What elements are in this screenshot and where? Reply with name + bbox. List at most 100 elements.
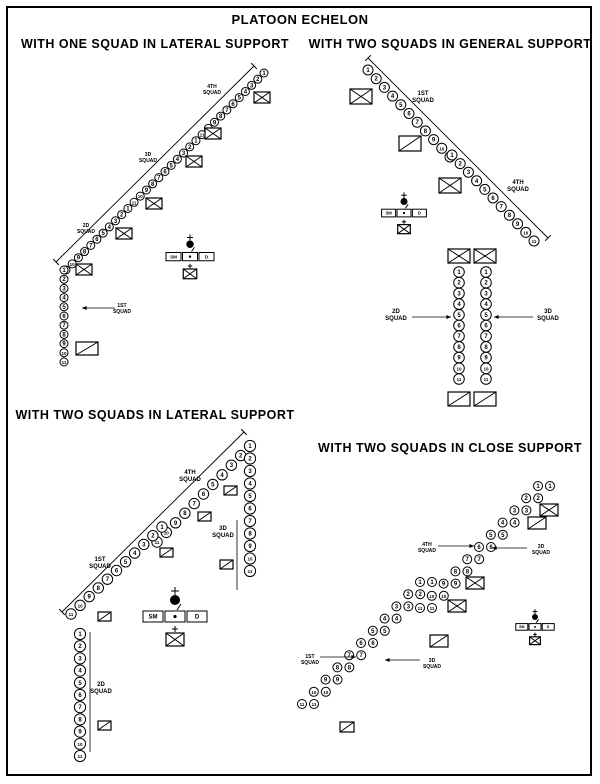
soldier-number: 5: [170, 163, 174, 169]
soldier-number: 2: [151, 534, 155, 540]
soldier-number: 10: [523, 230, 529, 235]
soldier-8: 8: [243, 527, 257, 540]
soldier-circle: [308, 686, 319, 697]
soldier-circle: [59, 357, 69, 367]
soldier-number: 5: [484, 313, 488, 319]
soldier-circle: [427, 577, 437, 587]
soldier-number: 2: [248, 457, 252, 463]
soldier-8: 8: [344, 662, 355, 673]
soldier-circle: [73, 640, 87, 653]
soldier-5: 5: [485, 529, 496, 540]
soldier-6: 6: [110, 564, 123, 577]
soldier-circle: [129, 197, 139, 207]
soldier-circle: [179, 148, 189, 158]
soldier-circle: [111, 216, 120, 226]
soldier-2: 2: [415, 589, 426, 600]
soldier-2: 2: [403, 589, 414, 600]
soldier-number: 5: [101, 231, 105, 237]
hq-center-dot: [402, 211, 406, 215]
soldier-circle: [391, 613, 402, 624]
soldier-3: 3: [480, 287, 492, 300]
soldier-number: 11: [532, 239, 537, 244]
soldier-number: 6: [477, 545, 481, 551]
soldier-number: 9: [432, 138, 436, 144]
soldier-circle: [156, 521, 168, 533]
hq-label-sm: SM: [149, 615, 158, 621]
soldier-number: 10: [61, 351, 67, 356]
soldier-number: 7: [466, 557, 470, 563]
soldier-number: 1: [430, 580, 434, 586]
radio-antenna: [404, 204, 409, 209]
soldier-3: 3: [225, 459, 238, 471]
soldier-1: 1: [73, 627, 87, 641]
soldier-6: 6: [197, 488, 210, 500]
vehicle-slash-icon: [159, 547, 174, 558]
hq-box-d: [541, 623, 555, 631]
soldier-circle: [216, 469, 228, 481]
vehicle-diagonal: [465, 576, 485, 590]
hq-box-d: [186, 610, 208, 623]
soldier-circle: [403, 589, 414, 600]
vehicle-diagonal: [447, 248, 471, 264]
soldier-8: 8: [419, 125, 431, 137]
soldier-number: 5: [457, 313, 461, 319]
soldier-number: 8: [457, 345, 461, 351]
squad-label-line: SQUAD: [139, 158, 157, 164]
soldier-number: 4: [133, 551, 137, 557]
vehicle-diagonal: [429, 634, 449, 648]
soldier-number: 6: [248, 507, 252, 513]
soldier-3: 3: [378, 81, 390, 93]
squad-label-line: SQUAD: [423, 664, 441, 670]
soldier-number: 7: [248, 519, 252, 525]
soldier-11: 11: [480, 373, 492, 385]
soldier-number: 1: [126, 206, 130, 212]
frontage-tick: [58, 608, 66, 616]
soldier-number: 5: [383, 629, 387, 635]
frontage-tick: [250, 62, 258, 70]
vehicle-diagonal: [253, 91, 271, 104]
soldier-number: 7: [78, 705, 82, 711]
soldier-number: 9: [454, 582, 458, 588]
soldier-number: 1: [366, 68, 370, 74]
vehicle-diagonal: [97, 720, 112, 731]
soldier-number: 1: [62, 268, 66, 274]
soldier-circle: [436, 142, 448, 154]
squad-label-line: 2D: [83, 223, 90, 229]
soldier-number: 5: [211, 482, 215, 488]
vehicle-diagonal: [349, 88, 373, 105]
soldier-8: 8: [179, 507, 191, 519]
soldier-circle: [362, 64, 374, 76]
soldier-4: 4: [379, 613, 390, 624]
soldier-11: 11: [59, 357, 69, 367]
soldier-number: 1: [78, 632, 82, 638]
vehicle-cross-icon: [447, 599, 467, 613]
squad-label-line: SQUAD: [507, 187, 529, 193]
soldier-number: 8: [248, 532, 252, 538]
soldier-number: 8: [83, 250, 87, 256]
soldier-8: 8: [92, 582, 105, 594]
soldier-number: 1: [418, 580, 422, 586]
soldier-number: 4: [391, 94, 395, 100]
soldier-number: 10: [138, 194, 144, 199]
soldier-number: 2: [256, 77, 260, 83]
soldier-circle: [65, 608, 77, 620]
squad-label-line: 3D: [429, 658, 436, 664]
soldier-circle: [240, 86, 250, 96]
soldier-number: 2: [537, 496, 541, 502]
soldier-circle: [521, 505, 532, 516]
soldier-circle: [403, 601, 414, 612]
soldier-circle: [110, 564, 123, 577]
soldier-number: 8: [508, 213, 512, 219]
vehicle-cross-icon: [204, 127, 222, 140]
soldier-8: 8: [216, 111, 226, 121]
soldier-6: 6: [92, 234, 102, 244]
soldier-9: 9: [83, 590, 95, 603]
soldier-2: 2: [370, 73, 382, 85]
arrowhead: [82, 306, 87, 310]
soldier-circle: [104, 222, 114, 232]
soldier-4: 4: [59, 293, 69, 303]
soldier-circle: [509, 505, 520, 516]
soldier-number: 10: [311, 690, 317, 695]
soldier-number: 4: [513, 521, 517, 527]
